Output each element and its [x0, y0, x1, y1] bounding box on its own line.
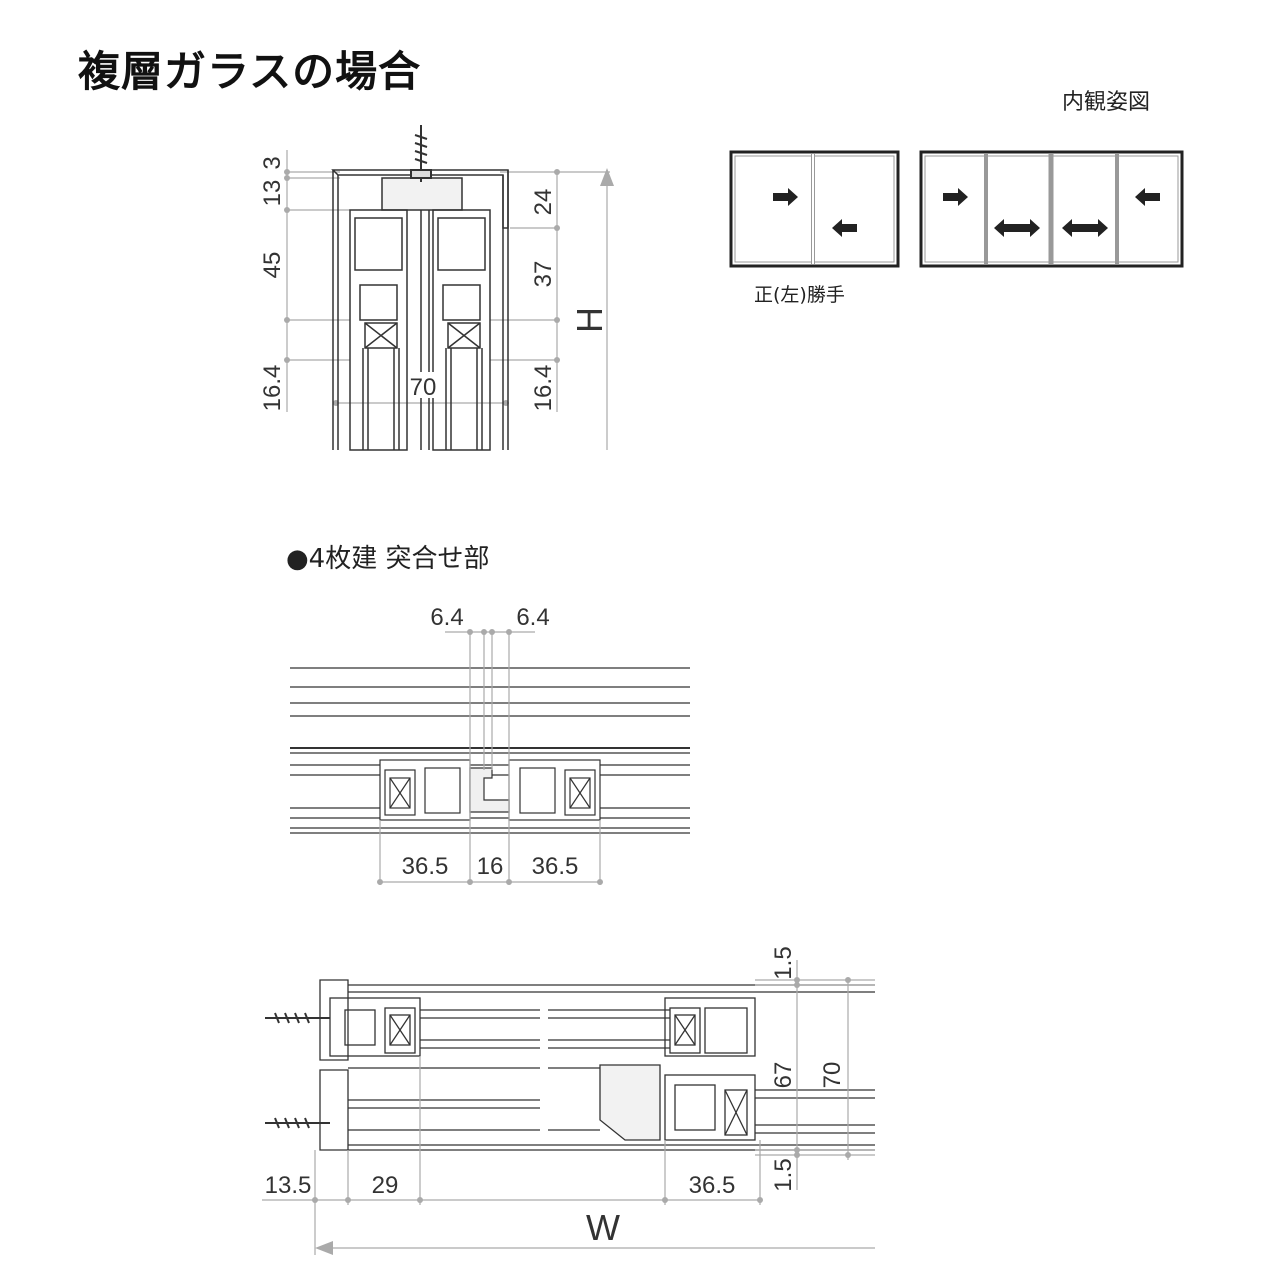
elevation-4-panel	[919, 150, 1184, 268]
dim-1-5-top: 1.5	[770, 946, 797, 979]
dim-70: 70	[819, 1062, 846, 1089]
jamb-section: 1.5 67 70 1.5 13.5 29 36.5 W	[262, 946, 875, 1255]
dim-37: 37	[530, 261, 557, 288]
dim-36-5-right: 36.5	[532, 853, 579, 880]
dim-24: 24	[530, 189, 557, 216]
arrow-right-icon	[943, 188, 968, 206]
double-arrow-icon	[994, 219, 1040, 237]
arrow-left-icon	[315, 1241, 333, 1255]
page-title: 複層ガラスの場合	[78, 47, 422, 96]
section-heading: ●4枚建 突合せ部	[286, 544, 490, 574]
arrow-left-icon	[1135, 188, 1160, 206]
arrow-left-icon	[832, 219, 857, 237]
handing-label: 正(左)勝手	[754, 284, 845, 306]
dim-16-4-right: 16.4	[530, 365, 557, 412]
meeting-section: 6.4 6.4 36.5 16 36.5	[290, 604, 690, 885]
dim-6-4-left: 6.4	[430, 604, 463, 631]
screw-icon	[265, 1117, 330, 1129]
dim-13: 13	[259, 180, 286, 207]
dim-16: 16	[477, 853, 504, 880]
dim-16-4-left: 16.4	[259, 365, 286, 412]
elevation-label: 内観姿図	[1062, 90, 1151, 115]
dim-70: 70	[410, 374, 437, 401]
arrow-up-icon	[600, 168, 614, 186]
dim-3: 3	[259, 156, 286, 169]
dim-36-5-left: 36.5	[402, 853, 449, 880]
elevation-2-panel	[729, 150, 900, 268]
dim-13-5: 13.5	[265, 1172, 312, 1199]
double-arrow-icon	[1062, 219, 1108, 237]
height-symbol: H	[569, 307, 610, 333]
screw-icon	[410, 125, 432, 182]
dim-36-5: 36.5	[689, 1172, 736, 1199]
arrow-right-icon	[773, 188, 798, 206]
dim-29: 29	[372, 1172, 399, 1199]
dim-1-5-bottom: 1.5	[770, 1158, 797, 1191]
screw-icon	[265, 1012, 330, 1024]
dim-67: 67	[770, 1062, 797, 1089]
head-section: 70 3 13 45 16.4 24 37 16.4 H	[259, 125, 614, 451]
dim-6-4-right: 6.4	[516, 604, 549, 631]
dim-45: 45	[259, 252, 286, 279]
width-symbol: W	[586, 1207, 620, 1248]
